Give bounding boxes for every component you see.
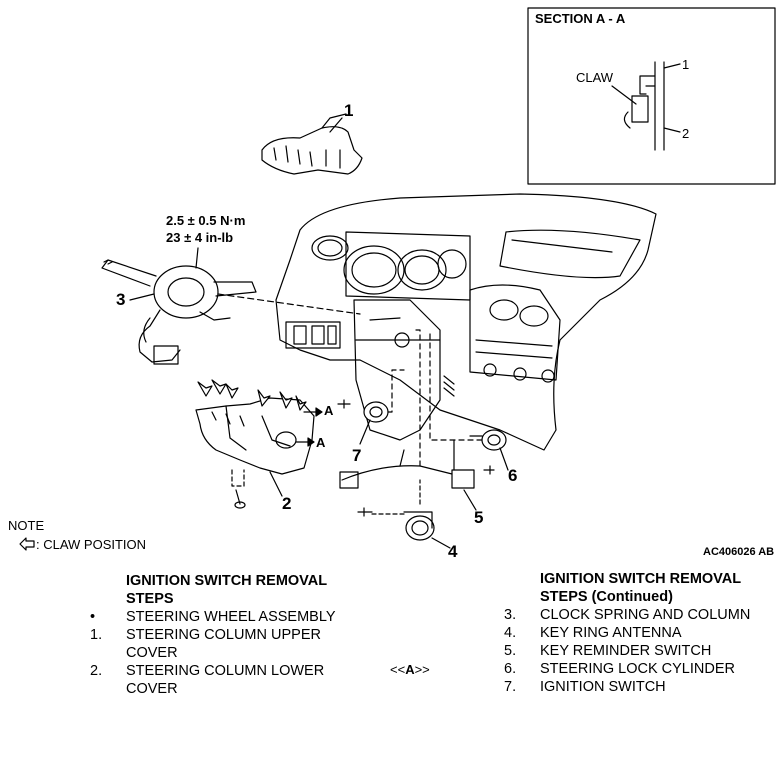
left-steps-heading-1: IGNITION SWITCH REMOVAL [126,573,328,589]
step-number: • [90,609,96,625]
step-item: • STEERING WHEEL ASSEMBLY [90,608,380,626]
step-number: 7. [504,679,517,695]
step-item: 6. STEERING LOCK CYLINDER [504,660,774,678]
figure-code: AC406026 AB [703,546,775,558]
step-number: 1. [90,627,103,643]
step-text: KEY REMINDER SWITCH [540,643,712,659]
callout-4: 4 [448,542,458,561]
step-number: 6. [504,661,517,677]
step-item: 5. KEY REMINDER SWITCH [504,642,774,660]
step-text: STEERING COLUMN UPPER COVER [126,627,321,661]
claw-position-arrow-icon [19,537,35,551]
step-text: CLOCK SPRING AND COLUMN [540,607,751,623]
step-item: 4. KEY RING ANTENNA [504,624,774,642]
section-title: SECTION A - A [535,11,626,26]
step-number: 2. [90,663,103,679]
torque-spec: 2.5 ± 0.5 N·m 23 ± 4 in-lb [166,212,245,246]
right-steps-heading-1: IGNITION SWITCH REMOVAL [540,571,742,587]
leader-lines [129,117,509,549]
section-inset-box [527,7,776,185]
instrument-panel [275,193,657,451]
right-steps-heading-2: STEPS (Continued) [540,589,673,605]
callout-1: 1 [344,101,354,120]
clock-spring-part [101,259,257,365]
lock-cylinder-part [429,329,507,451]
callout-5: 5 [474,508,484,527]
upper-cover-part [261,113,363,175]
section-claw-detail [611,61,681,151]
step-text: STEERING COLUMN LOWER COVER [126,663,325,697]
section-arrow-label-upper: A [324,403,334,418]
torque-metric: 2.5 ± 0.5 N·m [166,213,246,228]
left-steps-list: IGNITION SWITCH REMOVAL STEPS • STEERING… [90,572,380,698]
step-item: 7. IGNITION SWITCH [504,678,774,696]
left-steps-heading-2: STEPS [126,591,174,607]
step-number: 3. [504,607,517,623]
note-title: NOTE [8,518,45,533]
step-item: 1. STEERING COLUMN UPPER COVER [90,626,380,662]
section-label-1: 1 [682,57,690,72]
callout-7: 7 [352,446,362,465]
service-point-mark: <<A>> [390,662,430,677]
step-text: KEY RING ANTENNA [540,625,682,641]
exploded-view-diagram [19,7,776,551]
note-legend-text: : CLAW POSITION [36,537,147,552]
key-reminder-switch-part [339,329,495,489]
torque-imperial: 23 ± 4 in-lb [166,230,234,245]
section-arrow-label-lower: A [316,435,326,450]
callout-3: 3 [116,290,126,309]
step-number: 5. [504,643,517,659]
step-item: 2. STEERING COLUMN LOWER COVER [90,662,380,698]
ignition-switch-part [337,369,405,423]
section-label-2: 2 [682,126,690,141]
step-text: STEERING WHEEL ASSEMBLY [126,609,336,625]
right-steps-list: IGNITION SWITCH REMOVAL STEPS (Continued… [504,570,774,696]
section-claw-label: CLAW [576,70,614,85]
step-text: IGNITION SWITCH [540,679,666,695]
step-number: 4. [504,625,517,641]
key-ring-antenna-part [357,479,435,541]
step-text: STEERING LOCK CYLINDER [540,661,735,677]
step-item: 3. CLOCK SPRING AND COLUMN [504,606,774,624]
lower-cover-part [195,379,323,509]
callout-2: 2 [282,494,292,513]
callout-6: 6 [508,466,518,485]
